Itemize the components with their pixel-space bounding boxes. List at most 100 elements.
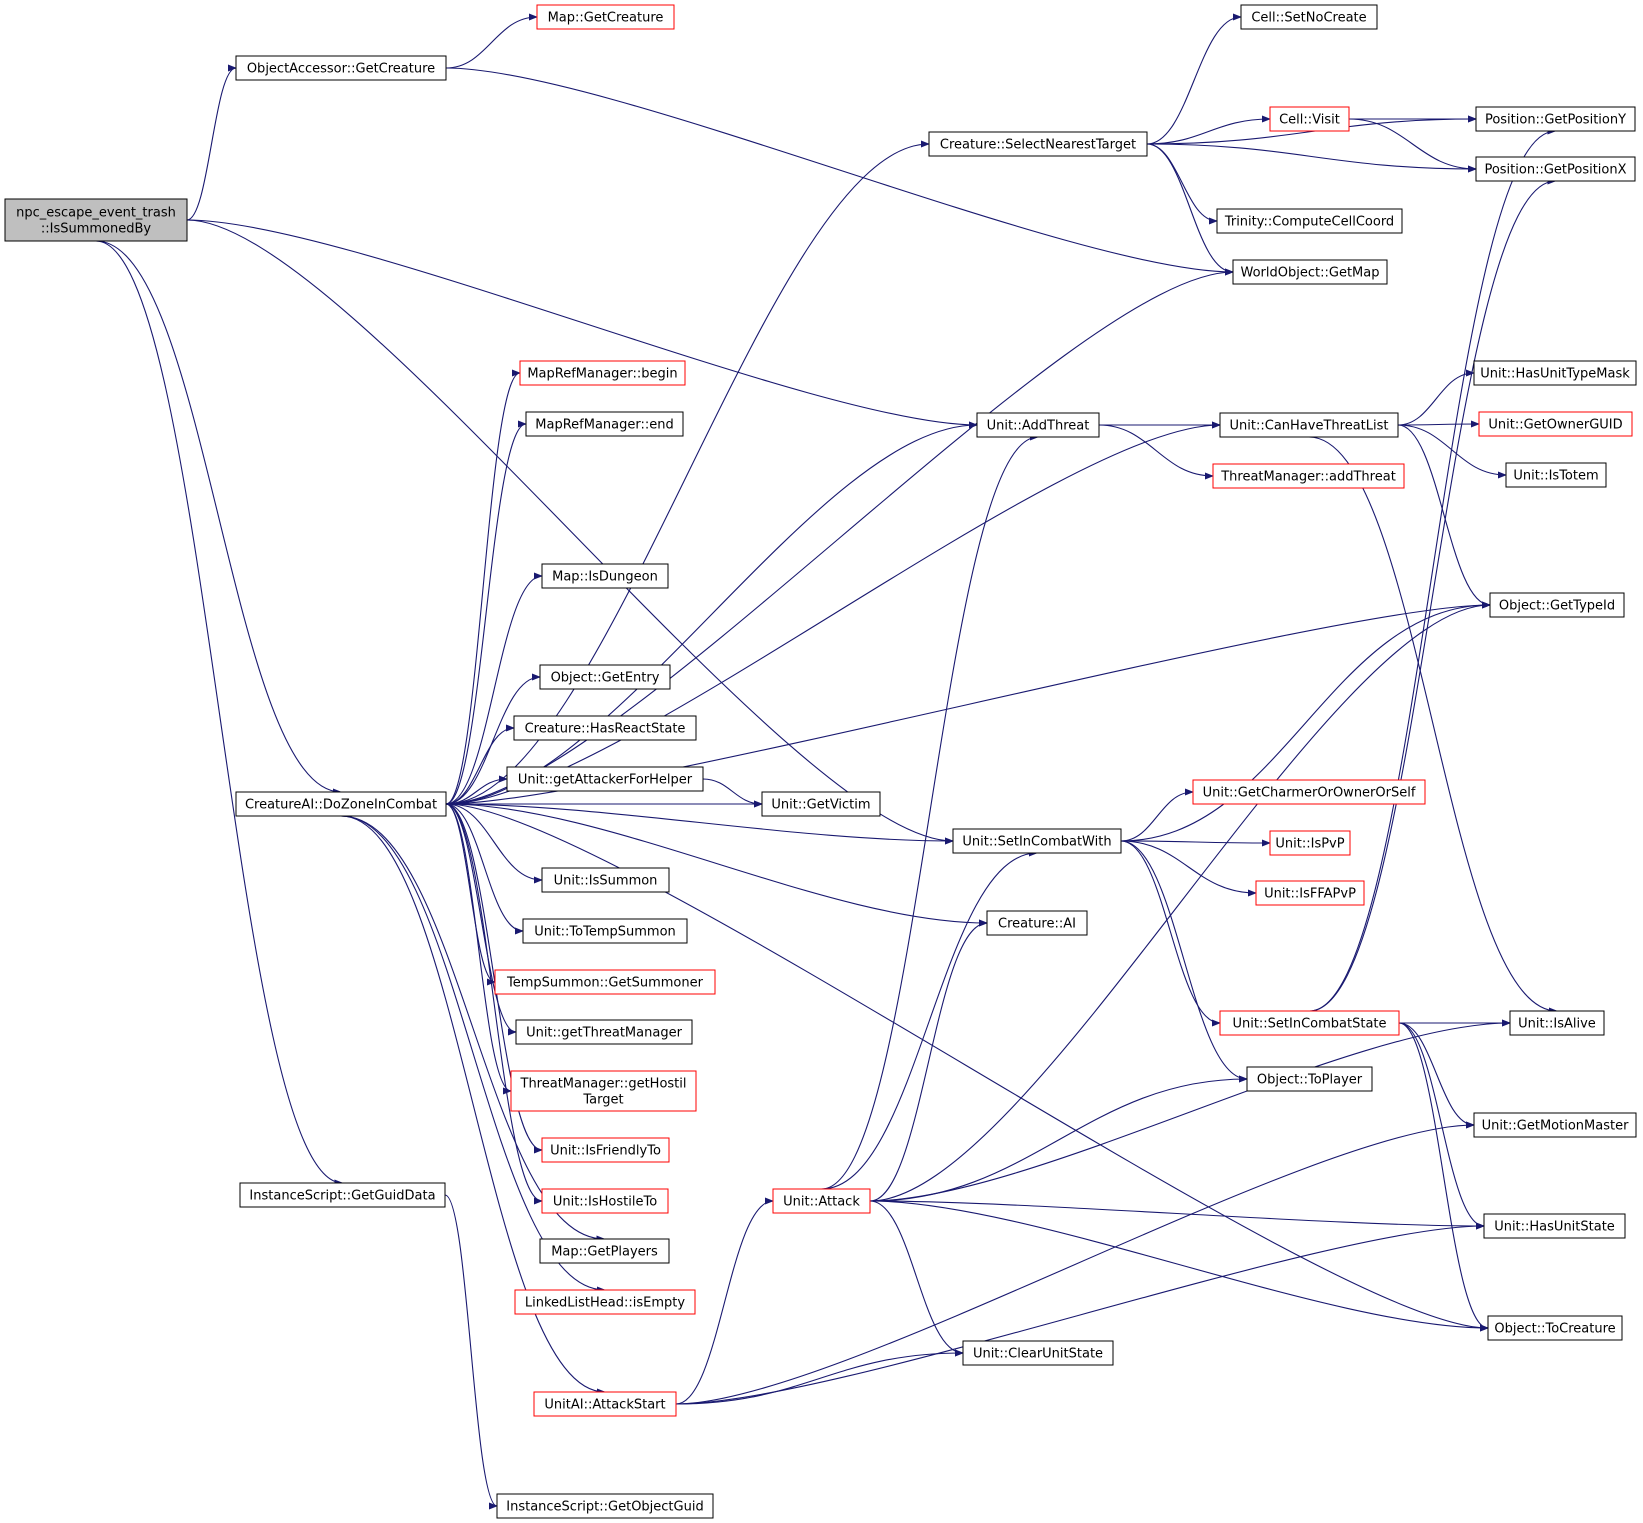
node-setincombatstate[interactable]: Unit::SetInCombatState xyxy=(1219,1010,1400,1036)
node-box[interactable] xyxy=(928,131,1148,157)
node-tocreature[interactable]: Object::ToCreature xyxy=(1487,1315,1623,1341)
node-box[interactable] xyxy=(533,1391,677,1417)
node-box[interactable] xyxy=(239,1182,446,1208)
node-box[interactable] xyxy=(1483,1213,1626,1239)
node-box[interactable] xyxy=(235,791,447,817)
node-box[interactable] xyxy=(541,1188,669,1214)
node-getguiddata[interactable]: InstanceScript::GetGuidData xyxy=(239,1182,446,1208)
node-ispvp[interactable]: Unit::IsPvP xyxy=(1269,830,1351,856)
node-isdungeon[interactable]: Map::IsDungeon xyxy=(541,563,669,589)
node-getsummoner[interactable]: TempSummon::GetSummoner xyxy=(494,969,716,995)
node-box[interactable] xyxy=(541,1137,670,1163)
node-box[interactable] xyxy=(1269,830,1351,856)
node-attack[interactable]: Unit::Attack xyxy=(772,1188,871,1214)
node-hasunitstate[interactable]: Unit::HasUnitState xyxy=(1483,1213,1626,1239)
node-box[interactable] xyxy=(1475,156,1636,182)
node-box[interactable] xyxy=(1246,1066,1373,1092)
node-root[interactable]: npc_escape_event_trash::IsSummonedBy xyxy=(4,198,188,242)
node-computecellcoord[interactable]: Trinity::ComputeCellCoord xyxy=(1216,208,1403,234)
node-getplayers[interactable]: Map::GetPlayers xyxy=(539,1238,670,1264)
node-gettypeid[interactable]: Object::GetTypeId xyxy=(1489,592,1625,618)
node-totempsummon[interactable]: Unit::ToTempSummon xyxy=(522,918,688,944)
node-isalive[interactable]: Unit::IsAlive xyxy=(1509,1010,1605,1036)
node-box[interactable] xyxy=(1216,208,1403,234)
node-box[interactable] xyxy=(539,1238,670,1264)
node-getattackerforhelper[interactable]: Unit::getAttackerForHelper xyxy=(506,766,704,792)
node-getmotionmaster[interactable]: Unit::GetMotionMaster xyxy=(1473,1112,1637,1138)
node-box[interactable] xyxy=(1509,1010,1605,1036)
node-box[interactable] xyxy=(1240,4,1378,30)
node-box[interactable] xyxy=(541,867,670,893)
node-box[interactable] xyxy=(1489,592,1625,618)
node-getpositionx[interactable]: Position::GetPositionX xyxy=(1475,156,1636,182)
node-creature-ai[interactable]: Creature::AI xyxy=(986,910,1088,936)
node-setincombatwith[interactable]: Unit::SetInCombatWith xyxy=(952,828,1122,854)
node-box[interactable] xyxy=(515,1019,693,1045)
node-isfriendlyto[interactable]: Unit::IsFriendlyTo xyxy=(541,1137,670,1163)
node-canhavethreatlist[interactable]: Unit::CanHaveThreatList xyxy=(1219,412,1399,438)
node-box[interactable] xyxy=(1487,1315,1623,1341)
node-box[interactable] xyxy=(976,412,1100,438)
node-hasreactstate[interactable]: Creature::HasReactState xyxy=(513,715,697,741)
node-isempty[interactable]: LinkedListHead::isEmpty xyxy=(514,1289,696,1315)
node-getentry[interactable]: Object::GetEntry xyxy=(539,664,671,690)
node-toplayer[interactable]: Object::ToPlayer xyxy=(1246,1066,1373,1092)
node-isffapvp[interactable]: Unit::IsFFAPvP xyxy=(1255,880,1365,906)
node-box[interactable] xyxy=(1473,360,1637,386)
node-getcharmer[interactable]: Unit::GetCharmerOrOwnerOrSelf xyxy=(1192,779,1426,805)
node-ishostileto[interactable]: Unit::IsHostileTo xyxy=(541,1188,669,1214)
node-map-getcreature[interactable]: Map::GetCreature xyxy=(536,4,675,30)
node-issummon[interactable]: Unit::IsSummon xyxy=(541,867,670,893)
node-box[interactable] xyxy=(952,828,1122,854)
node-getthreatmanager[interactable]: Unit::getThreatManager xyxy=(515,1019,693,1045)
node-selectnearest[interactable]: Creature::SelectNearestTarget xyxy=(928,131,1148,157)
node-clearunitstate[interactable]: Unit::ClearUnitState xyxy=(962,1340,1114,1366)
node-box[interactable] xyxy=(513,715,697,741)
node-dozone[interactable]: CreatureAI::DoZoneInCombat xyxy=(235,791,447,817)
node-cellvisit[interactable]: Cell::Visit xyxy=(1269,106,1350,132)
node-box[interactable] xyxy=(494,969,716,995)
node-box[interactable] xyxy=(772,1188,871,1214)
node-box[interactable] xyxy=(522,918,688,944)
node-box[interactable] xyxy=(1475,106,1636,132)
node-box[interactable] xyxy=(1219,412,1399,438)
node-mrm-end[interactable]: MapRefManager::end xyxy=(525,411,684,437)
node-getvictim[interactable]: Unit::GetVictim xyxy=(761,791,881,817)
node-attackstart[interactable]: UnitAI::AttackStart xyxy=(533,1391,677,1417)
node-box[interactable] xyxy=(1269,106,1350,132)
node-box[interactable] xyxy=(525,411,684,437)
node-addthreat[interactable]: Unit::AddThreat xyxy=(976,412,1100,438)
node-box[interactable] xyxy=(4,198,188,242)
node-box[interactable] xyxy=(541,563,669,589)
node-setnocreate[interactable]: Cell::SetNoCreate xyxy=(1240,4,1378,30)
node-box[interactable] xyxy=(519,360,686,386)
node-box[interactable] xyxy=(1255,880,1365,906)
node-box[interactable] xyxy=(510,1070,697,1112)
node-box[interactable] xyxy=(986,910,1088,936)
node-box[interactable] xyxy=(962,1340,1114,1366)
node-box[interactable] xyxy=(1505,462,1607,488)
node-box[interactable] xyxy=(1473,1112,1637,1138)
node-hasunittypemask[interactable]: Unit::HasUnitTypeMask xyxy=(1473,360,1637,386)
node-mrm-begin[interactable]: MapRefManager::begin xyxy=(519,360,686,386)
node-istotem[interactable]: Unit::IsTotem xyxy=(1505,462,1607,488)
node-box[interactable] xyxy=(514,1289,696,1315)
node-box[interactable] xyxy=(1192,779,1426,805)
node-getpositiony[interactable]: Position::GetPositionY xyxy=(1475,106,1636,132)
node-box[interactable] xyxy=(1232,259,1388,285)
node-box[interactable] xyxy=(761,791,881,817)
node-oa-getcreature[interactable]: ObjectAccessor::GetCreature xyxy=(235,55,447,81)
node-box[interactable] xyxy=(539,664,671,690)
node-box[interactable] xyxy=(1212,463,1405,489)
node-getobjectguid[interactable]: InstanceScript::GetObjectGuid xyxy=(496,1493,714,1519)
node-tm-addthreat[interactable]: ThreatManager::addThreat xyxy=(1212,463,1405,489)
node-getownerguid[interactable]: Unit::GetOwnerGUID xyxy=(1478,411,1633,437)
node-box[interactable] xyxy=(1478,411,1633,437)
node-box[interactable] xyxy=(496,1493,714,1519)
node-box[interactable] xyxy=(506,766,704,792)
node-box[interactable] xyxy=(536,4,675,30)
node-box[interactable] xyxy=(1219,1010,1400,1036)
node-getmap[interactable]: WorldObject::GetMap xyxy=(1232,259,1388,285)
node-box[interactable] xyxy=(235,55,447,81)
